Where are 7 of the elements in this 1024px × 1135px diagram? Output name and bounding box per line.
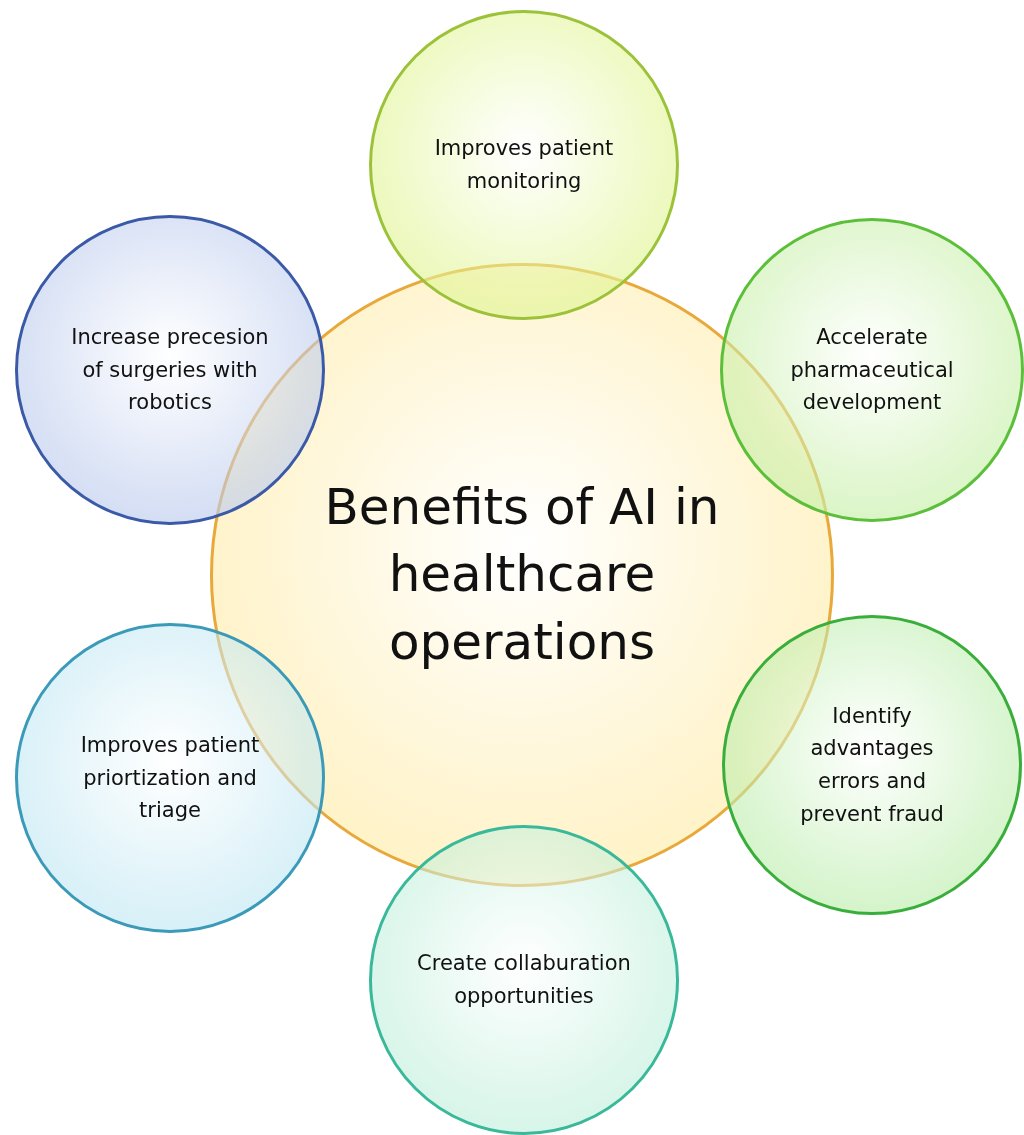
title-text: Benefits of AI in healthcare operations [323, 476, 721, 673]
bubble-text: Improves patient monitoring [434, 135, 614, 195]
bubble-text: Accelerate pharmaceutical development [789, 324, 955, 417]
bubble-text: Create collaburation opportunities [416, 950, 632, 1010]
bubble-text: Increase precesion of surgeries with robotics [70, 324, 270, 417]
bubble-text: Identify advantages errors and prevent fraud [799, 702, 945, 828]
bubble-text: Improves patient priortization and triage [79, 732, 261, 825]
